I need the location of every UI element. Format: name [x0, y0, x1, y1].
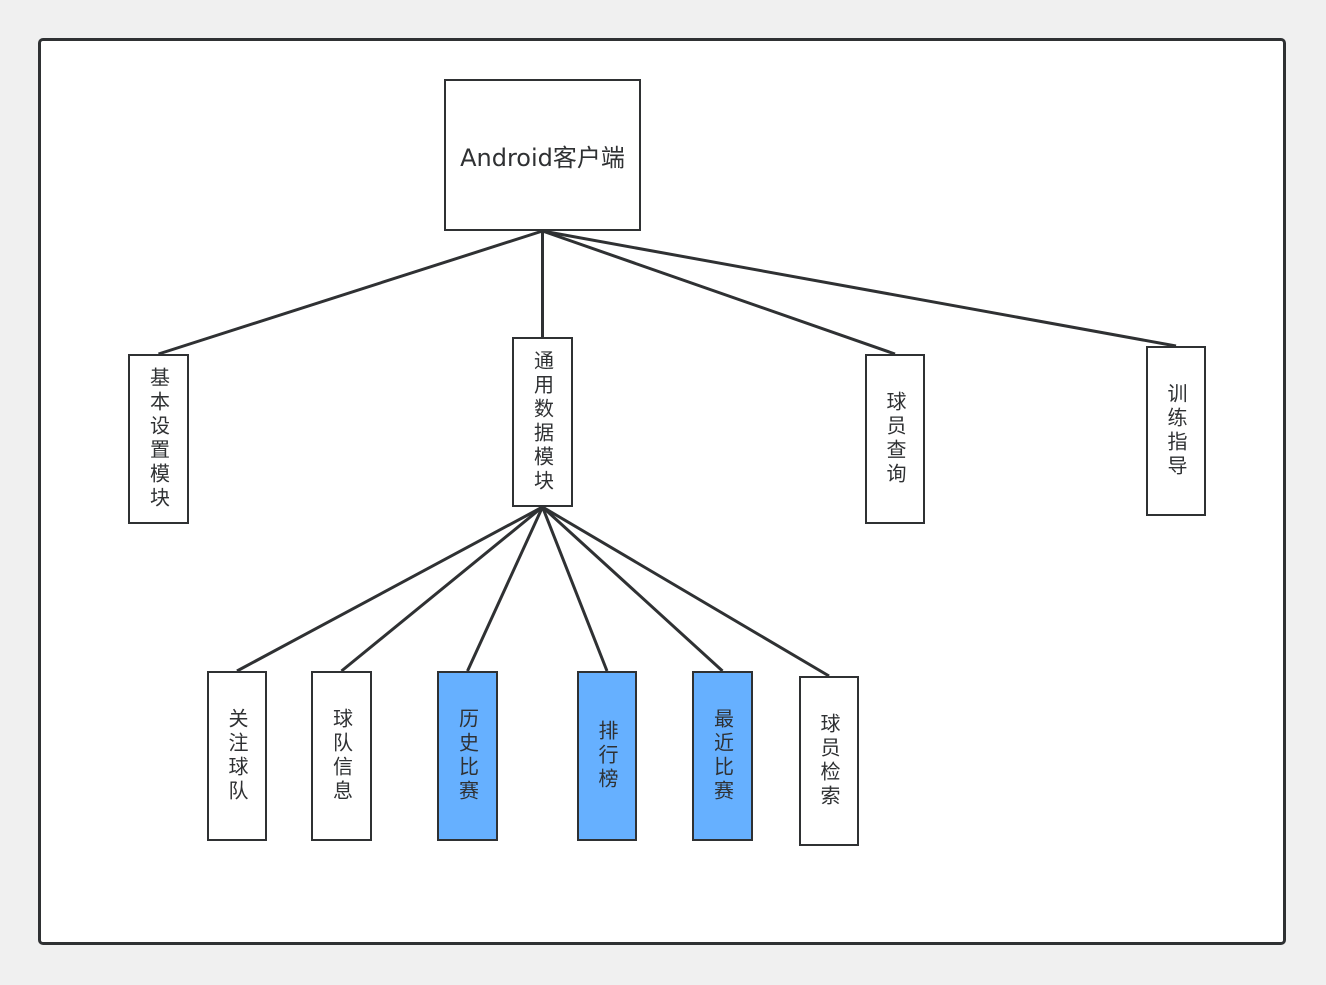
submodule-label: 球员检索 — [817, 713, 841, 809]
connector-common-team — [340, 505, 544, 673]
submodule-label: 排行榜 — [595, 720, 619, 792]
connector-common-follow — [236, 505, 544, 673]
submodule-player-search: 球员检索 — [799, 676, 859, 846]
connector-common-search — [541, 505, 830, 678]
submodule-team-info: 球队信息 — [311, 671, 372, 841]
module-label: 训练指导 — [1164, 383, 1188, 479]
submodule-follow-team: 关注球队 — [207, 671, 267, 841]
module-label: 球员查询 — [883, 391, 907, 487]
root-node: Android客户端 — [444, 79, 641, 231]
connector-root-basic — [158, 229, 543, 356]
module-training-guide: 训练指导 — [1146, 346, 1206, 516]
submodule-label: 历史比赛 — [455, 708, 480, 804]
module-label: 通用数据模块 — [530, 350, 555, 494]
connector-common-history — [466, 506, 544, 672]
connector-root-player — [542, 229, 896, 356]
module-label: 基本设置模块 — [146, 367, 171, 511]
connector-common-recent — [541, 505, 724, 673]
submodule-label: 最近比赛 — [710, 708, 735, 804]
module-player-query: 球员查询 — [865, 354, 925, 524]
connector-root-training — [542, 229, 1177, 348]
submodule-recent-matches: 最近比赛 — [692, 671, 753, 841]
submodule-label: 球队信息 — [329, 708, 354, 804]
module-basic-settings: 基本设置模块 — [128, 354, 189, 524]
connector-common-rank — [541, 506, 609, 672]
submodule-leaderboard: 排行榜 — [577, 671, 637, 841]
module-common-data: 通用数据模块 — [512, 337, 573, 507]
root-label: Android客户端 — [460, 143, 625, 172]
submodule-label: 关注球队 — [225, 708, 249, 804]
submodule-history-matches: 历史比赛 — [437, 671, 498, 841]
